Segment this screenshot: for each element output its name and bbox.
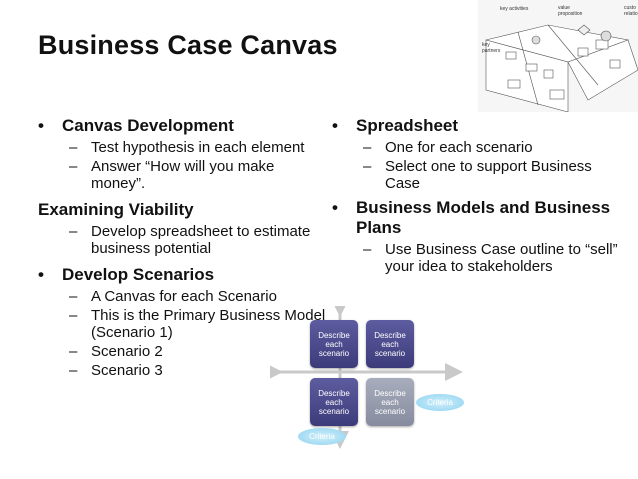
examining-viability-label: Examining Viability	[38, 200, 194, 219]
list-item: –Scenario 3	[36, 362, 326, 379]
scenario-box: Describe each scenario	[310, 378, 358, 426]
page-title: Business Case Canvas	[38, 30, 338, 60]
list-item-text: One for each scenario	[385, 139, 533, 156]
dash: –	[69, 139, 78, 156]
dash: –	[363, 158, 372, 175]
dash: –	[69, 288, 78, 305]
right-column: • Spreadsheet –One for each scenario –Se…	[330, 116, 620, 277]
examining-viability-heading: Examining Viability	[32, 200, 326, 220]
list-item: –Scenario 2	[36, 343, 326, 360]
business-models-heading: • Business Models and Business Plans	[330, 198, 620, 238]
develop-scenarios-label: Develop Scenarios	[62, 265, 215, 284]
list-item-text: Scenario 2	[91, 343, 163, 360]
list-item: –Select one to support Business Case	[330, 158, 620, 192]
list-item-text: Develop spreadsheet to estimate business…	[91, 223, 311, 257]
thumb-label-value-proposition: value proposition	[558, 5, 583, 17]
thumb-label-customer-relationships: custo relatio	[624, 5, 638, 17]
canvas-development-heading: • Canvas Development	[36, 116, 326, 136]
canvas-development-label: Canvas Development	[62, 116, 234, 135]
spreadsheet-heading: • Spreadsheet	[330, 116, 620, 136]
business-models-label: Business Models and Business Plans	[356, 198, 611, 237]
list-item-text: A Canvas for each Scenario	[91, 288, 277, 305]
scenario-quadrant-diagram: Describe each scenario Describe each sce…	[270, 306, 470, 456]
list-item-text: Answer “How will you make money”.	[91, 158, 275, 192]
thumb-label-key-activities: key activities	[500, 6, 529, 12]
list-item-text: Scenario 3	[91, 362, 163, 379]
dash: –	[69, 223, 78, 240]
list-item-text: Select one to support Business Case	[385, 158, 592, 192]
dash: –	[363, 139, 372, 156]
scenario-box: Describe each scenario	[310, 320, 358, 368]
list-item: –One for each scenario	[330, 139, 620, 156]
bullet: •	[332, 116, 338, 135]
list-item: –A Canvas for each Scenario	[36, 288, 326, 305]
scenario-box: Describe each scenario	[366, 378, 414, 426]
scenario-box: Describe each scenario	[366, 320, 414, 368]
dash: –	[363, 241, 372, 258]
left-column: • Canvas Development –Test hypothesis in…	[36, 116, 326, 381]
business-model-canvas-thumbnail: key activities value proposition custo r…	[478, 0, 638, 112]
bullet: •	[38, 265, 44, 284]
bullet: •	[38, 116, 44, 135]
dash: –	[69, 158, 78, 175]
dash: –	[69, 362, 78, 379]
bullet: •	[332, 198, 338, 217]
list-item: –Answer “How will you make money”.	[36, 158, 326, 192]
criteria-ellipse: Criteria	[416, 394, 464, 411]
criteria-ellipse: Criteria	[298, 428, 346, 445]
list-item-text: Test hypothesis in each element	[91, 139, 305, 156]
list-item: –Develop spreadsheet to estimate busines…	[36, 223, 326, 257]
list-item-text: Use Business Case outline to “sell” your…	[385, 241, 618, 275]
list-item: –Use Business Case outline to “sell” you…	[330, 241, 620, 275]
dash: –	[69, 343, 78, 360]
dash: –	[69, 307, 78, 324]
develop-scenarios-heading: • Develop Scenarios	[36, 265, 326, 285]
thumb-label-key-partners: key partners	[482, 42, 501, 54]
spreadsheet-label: Spreadsheet	[356, 116, 459, 135]
list-item-text: This is the Primary Business Model (Scen…	[91, 307, 326, 341]
list-item: –This is the Primary Business Model (Sce…	[36, 307, 326, 341]
list-item: –Test hypothesis in each element	[36, 139, 326, 156]
